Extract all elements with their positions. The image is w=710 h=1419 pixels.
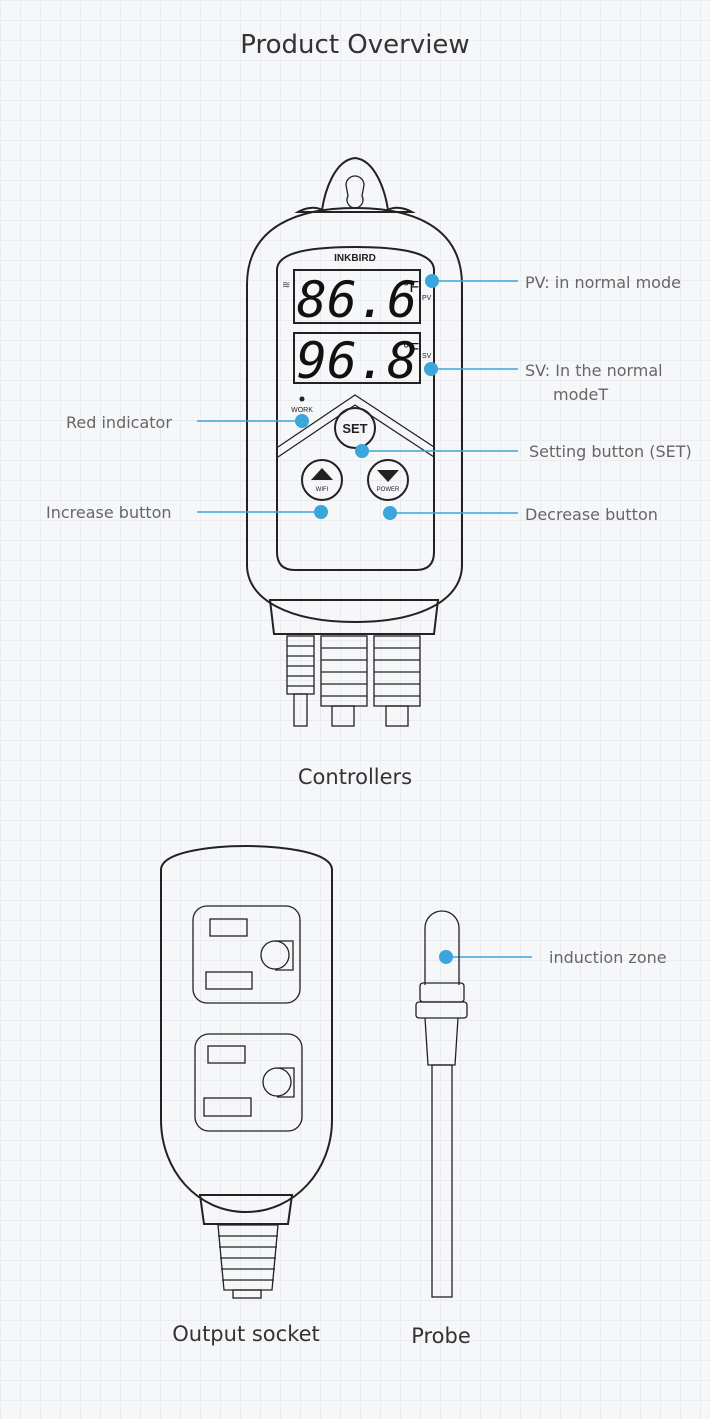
hanger-hole-icon <box>345 175 365 209</box>
increase-callout: Increase button <box>46 503 172 522</box>
svg-text:WIFI: WIFI <box>316 487 329 493</box>
pv-value: 86.6 <box>297 271 417 329</box>
sv-value: 96.8 <box>297 332 417 390</box>
probe-illustration <box>415 910 468 1298</box>
callout-dot <box>383 506 397 520</box>
power-down-button[interactable]: POWER <box>367 459 409 501</box>
pv-display <box>293 269 421 324</box>
callout-dot <box>424 362 438 376</box>
output-socket-caption: Output socket <box>172 1322 320 1346</box>
induction-zone-callout: induction zone <box>549 948 667 967</box>
output-socket-illustration <box>160 844 333 1299</box>
callout-dot <box>355 444 369 458</box>
set-button[interactable]: SET <box>334 407 376 449</box>
sv-unit: °F <box>403 341 419 358</box>
svg-text:POWER: POWER <box>377 487 400 493</box>
page-title: Product Overview <box>240 30 469 60</box>
sv-callout: SV: In the normal <box>525 361 663 380</box>
wifi-icon: ≋ <box>282 280 290 291</box>
sv-callout-line2: modeT <box>553 385 608 404</box>
triangle-down-icon <box>377 470 399 482</box>
pv-callout: PV: in normal mode <box>525 273 681 292</box>
triangle-up-icon <box>311 468 333 480</box>
work-indicator-led <box>299 396 305 402</box>
red-indicator-callout: Red indicator <box>66 413 172 432</box>
pv-tag: PV <box>422 295 432 302</box>
brand-logo: INKBIRD <box>334 253 376 264</box>
wifi-up-button[interactable]: WIFI <box>301 459 343 501</box>
controllers-caption: Controllers <box>298 765 412 789</box>
svg-text:SET: SET <box>342 421 367 436</box>
probe-caption: Probe <box>411 1324 471 1348</box>
controller-illustration: INKBIRD ≋ 86.6 96.8 °F °F PV SV WORK SET… <box>246 156 463 727</box>
sv-tag: SV <box>422 353 432 360</box>
callout-dot <box>425 274 439 288</box>
set-callout: Setting button (SET) <box>529 442 692 461</box>
cables <box>286 635 421 727</box>
sv-display <box>293 332 421 384</box>
callout-dot <box>295 414 309 428</box>
work-label: WORK <box>291 407 313 414</box>
callout-dot <box>439 950 453 964</box>
decrease-callout: Decrease button <box>525 505 658 524</box>
pv-unit: °F <box>403 279 419 296</box>
callout-dot <box>314 505 328 519</box>
